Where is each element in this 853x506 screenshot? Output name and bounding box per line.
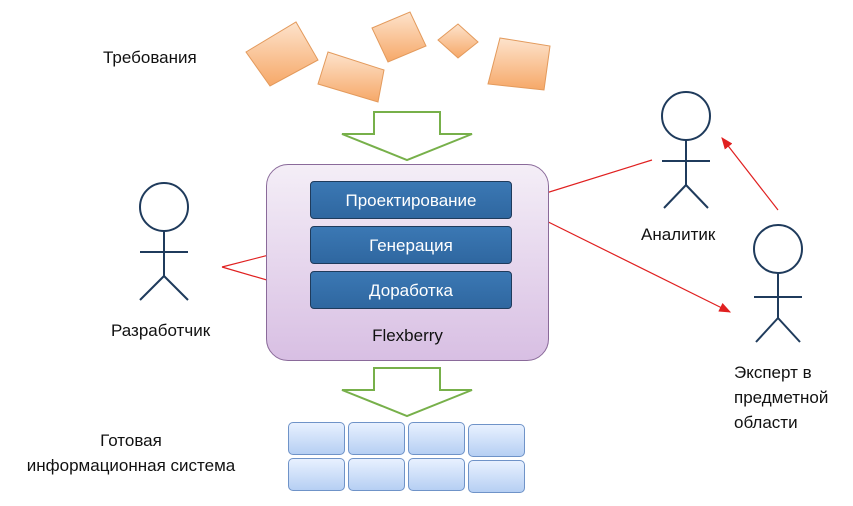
system-brick [288,422,345,455]
output-arrow [341,367,473,418]
expert-actor-icon [753,224,803,343]
system-brick [468,424,525,457]
analyst-label: Аналитик [641,225,716,244]
platform-label: Flexberry [372,326,443,345]
system-brick [408,458,465,491]
developer-label: Разработчик [111,321,211,340]
design-to-expert-arrow [513,204,732,313]
stage-generation: Генерация [310,226,512,264]
expert-to-analyst-arrow [721,137,779,211]
expert-label-line3: области [734,413,798,432]
stage-refinement: Доработка [310,271,512,309]
result-label-line2: информационная система [26,456,236,475]
requirements-arrow [341,111,473,162]
requirement-paper [317,51,385,103]
system-brick [348,458,405,491]
expert-label-line2: предметной [734,388,829,407]
stage-design: Проектирование [310,181,512,219]
requirement-paper [487,37,551,91]
developer-actor-icon [139,182,189,301]
system-brick [348,422,405,455]
system-brick [288,458,345,491]
requirement-paper [371,11,427,63]
requirement-paper [245,21,319,87]
analyst-actor-icon [661,91,711,209]
requirements-label: Требования [103,48,197,67]
system-brick [408,422,465,455]
requirement-papers [245,11,551,103]
system-brick [468,460,525,493]
requirement-paper [437,23,479,59]
result-label-line1: Готовая [100,431,162,450]
expert-label-line1: Эксперт в [734,363,812,382]
